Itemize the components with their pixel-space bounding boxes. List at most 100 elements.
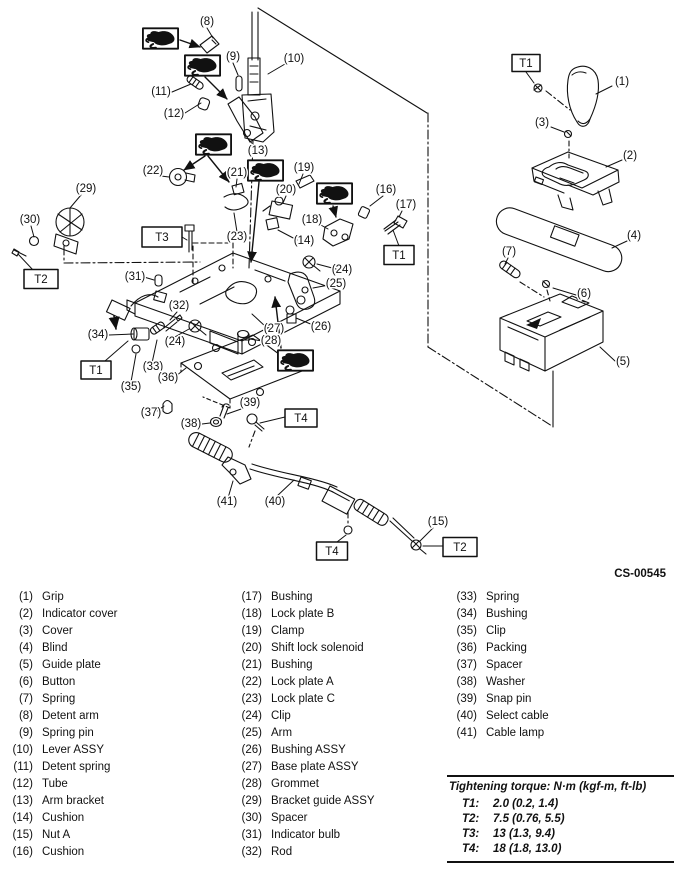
callout-label: (7): [502, 246, 516, 258]
part-item: (30) Spacer: [235, 810, 375, 827]
part-name: Nut A: [42, 829, 71, 841]
callout-label: (18): [302, 214, 323, 226]
grease-hand-icon: [184, 54, 221, 77]
callout-label: (29): [76, 183, 97, 195]
part-name: Tube: [42, 778, 68, 790]
torque-table-title: Tightening torque: N·m (kgf-m, ft-lb): [449, 781, 647, 793]
grease-hand-icon: [195, 133, 232, 156]
grease-hand-icon: [277, 349, 314, 372]
torque-row: T1: 2.0 (0.2, 1.4): [447, 797, 674, 812]
part-number: (12): [12, 778, 33, 790]
part-number: (13): [12, 795, 33, 807]
torque-label: T1:: [462, 798, 480, 810]
grease-hand-icon: [142, 27, 179, 50]
torque-value: 7.5 (0.76, 5.5): [493, 813, 565, 825]
part-name: Cable lamp: [486, 727, 545, 739]
part-item: (38)Washer: [450, 674, 549, 691]
part-item: (39) Snap pin: [450, 691, 549, 708]
part-item: (22)Lock plate A: [235, 674, 375, 691]
part-item: (29)Bracket guide ASSY: [235, 793, 375, 810]
part-name: Arm bracket: [42, 795, 104, 807]
part-name: Guide plate: [42, 659, 101, 671]
part-name: Grip: [42, 591, 64, 603]
part-name: Shift lock solenoid: [271, 642, 364, 654]
part-item: (4)Blind: [6, 640, 117, 657]
part-number: (11): [13, 761, 33, 773]
parts-column-2: (17)Bushing(18)Lock plate B(19)Clamp(20)…: [235, 589, 375, 861]
part-item: (41)Cable lamp: [450, 725, 549, 742]
callout-label: (9): [226, 51, 240, 63]
torque-value: 18 (1.8, 13.0): [493, 843, 562, 855]
callout-label: (8): [200, 16, 214, 28]
svg-text:T2: T2: [453, 542, 466, 554]
part-item: (17)Bushing: [235, 589, 375, 606]
part-name: Bracket guide ASSY: [271, 795, 375, 807]
part-number: (23): [241, 693, 262, 705]
part-item: (8)Detent arm: [6, 708, 117, 725]
part-number: (25): [241, 727, 262, 739]
part-number: (1): [18, 591, 33, 603]
part-number: (39): [456, 693, 477, 705]
part-item: (20)Shift lock solenoid: [235, 640, 375, 657]
callout-label: (28): [261, 335, 282, 347]
torque-tag-t1: T1: [80, 360, 112, 380]
callout-label: (2): [623, 150, 637, 162]
part-name: Cover: [42, 625, 73, 637]
part-name: Button: [42, 676, 76, 688]
callout-label: (27): [264, 323, 285, 335]
part-number: (26): [241, 744, 262, 756]
part-item: (26) Bushing ASSY: [235, 742, 375, 759]
part-number: (33): [456, 591, 477, 603]
torque-value: 2.0 (0.2, 1.4): [493, 798, 559, 810]
part-name: Spring: [486, 591, 520, 603]
part-item: (34)Bushing: [450, 606, 549, 623]
parts-column-3: (33)Spring(34)Bushing(35)Clip(36)Packing…: [450, 589, 549, 742]
part-name: Spring: [42, 693, 76, 705]
callout-label: (25): [326, 278, 347, 290]
part-name: Snap pin: [486, 693, 532, 705]
part-item: (9)Spring pin: [6, 725, 117, 742]
part-name: Grommet: [271, 778, 319, 790]
part-number: (31): [241, 829, 262, 841]
part-number: (3): [18, 625, 33, 637]
part-item: (37)Spacer: [450, 657, 549, 674]
callout-label: (6): [577, 288, 591, 300]
part-number: (27): [241, 761, 262, 773]
part-number: (30): [241, 812, 262, 824]
callout-label: (30): [20, 214, 41, 226]
part-name: Bushing: [271, 659, 313, 671]
part-item: (27)Base plate ASSY: [235, 759, 375, 776]
part-name: Cushion: [42, 846, 85, 858]
part-item: (32)Rod: [235, 844, 375, 861]
part-name: Clip: [486, 625, 506, 637]
part-number: (28): [241, 778, 262, 790]
part-item: (25)Arm: [235, 725, 375, 742]
part-name: Indicator bulb: [271, 829, 341, 841]
grease-hand-icon: [316, 182, 353, 205]
part-name: Bushing ASSY: [271, 744, 346, 756]
part-item: (16)Cushion: [6, 844, 117, 861]
torque-value: 13 (1.3, 9.4): [493, 828, 556, 840]
torque-label: T4:: [462, 843, 480, 855]
part-item: (24)Clip: [235, 708, 375, 725]
torque-row: T2:7.5 (0.76, 5.5): [447, 812, 674, 827]
callout-label: (38): [181, 418, 202, 430]
part-name: Cushion: [42, 812, 85, 824]
part-item: (21)Bushing: [235, 657, 375, 674]
callout-label: (22): [143, 165, 164, 177]
part-name: Indicator cover: [42, 608, 118, 620]
part-item: (6)Button: [6, 674, 117, 691]
callout-label: (12): [164, 108, 185, 120]
part-number: (15): [12, 829, 33, 841]
part-item: (31) Indicator bulb: [235, 827, 375, 844]
part-name: Detent arm: [42, 710, 99, 722]
part-item: (40)Select cable: [450, 708, 549, 725]
grease-hand-icon: [247, 159, 284, 182]
callout-label: (19): [294, 162, 315, 174]
part-name: Rod: [271, 846, 293, 858]
part-name: Clamp: [271, 625, 305, 637]
part-name: Detent spring: [42, 761, 111, 773]
part-number: (2): [18, 608, 33, 620]
part-name: Spacer: [271, 812, 308, 824]
part-item: (11) Detent spring: [6, 759, 117, 776]
